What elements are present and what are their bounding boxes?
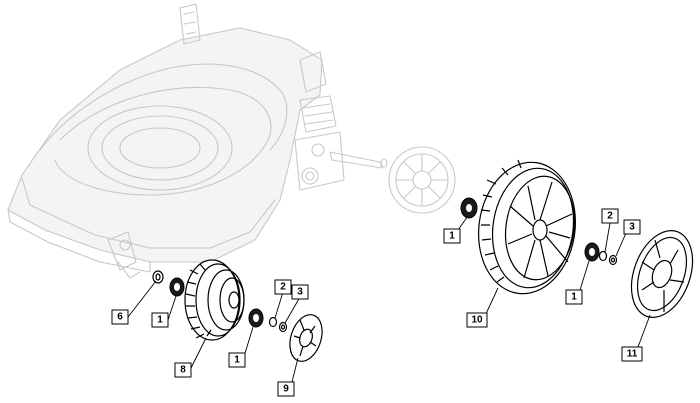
svg-text:1: 1 — [449, 231, 455, 242]
callout-9[interactable]: 9 — [277, 381, 295, 397]
svg-text:2: 2 — [280, 282, 286, 293]
bearing-part-1-left-inner — [169, 277, 185, 297]
mower-deck-ghost — [7, 3, 388, 279]
washer-part-2-right — [598, 250, 608, 262]
svg-text:2: 2 — [607, 211, 613, 222]
svg-text:1: 1 — [571, 292, 577, 303]
callout-1-right-inner[interactable]: 1 — [443, 228, 461, 244]
callout-10[interactable]: 10 — [466, 312, 488, 328]
callout-3-right[interactable]: 3 — [623, 219, 641, 235]
svg-text:6: 6 — [117, 312, 123, 323]
svg-text:1: 1 — [157, 315, 163, 326]
svg-text:8: 8 — [180, 365, 186, 376]
hubcap-part-11 — [630, 230, 694, 318]
washer-part-2-left — [268, 316, 278, 328]
callout-2-right[interactable]: 2 — [601, 208, 619, 224]
callout-2-left[interactable]: 2 — [274, 279, 292, 295]
callout-3-left[interactable]: 3 — [291, 284, 309, 300]
callout-6[interactable]: 6 — [111, 309, 129, 325]
wheel-part-8 — [184, 259, 245, 341]
callout-1-right-outer[interactable]: 1 — [565, 289, 583, 305]
callout-8[interactable]: 8 — [174, 362, 192, 378]
washer-part-6 — [152, 270, 164, 284]
leader-lines — [127, 215, 651, 383]
nut-part-3-left — [278, 321, 288, 333]
wheel-part-10 — [477, 159, 577, 295]
svg-text:11: 11 — [627, 349, 638, 360]
svg-text:3: 3 — [297, 287, 303, 298]
bearing-part-1-right-inner — [460, 197, 478, 219]
hubcap-part-9 — [289, 314, 323, 362]
callout-1-left-outer[interactable]: 1 — [228, 352, 246, 368]
drive-gear-ghost — [388, 146, 456, 214]
nut-part-3-right — [608, 254, 618, 266]
bearing-part-1-left-outer — [248, 308, 264, 328]
svg-text:3: 3 — [629, 222, 635, 233]
callout-1-left-inner[interactable]: 1 — [151, 312, 169, 328]
svg-text:1: 1 — [234, 355, 240, 366]
svg-text:9: 9 — [283, 384, 289, 395]
bearing-part-1-right-outer — [584, 242, 600, 262]
svg-text:10: 10 — [471, 315, 483, 326]
callout-11[interactable]: 11 — [621, 346, 643, 362]
